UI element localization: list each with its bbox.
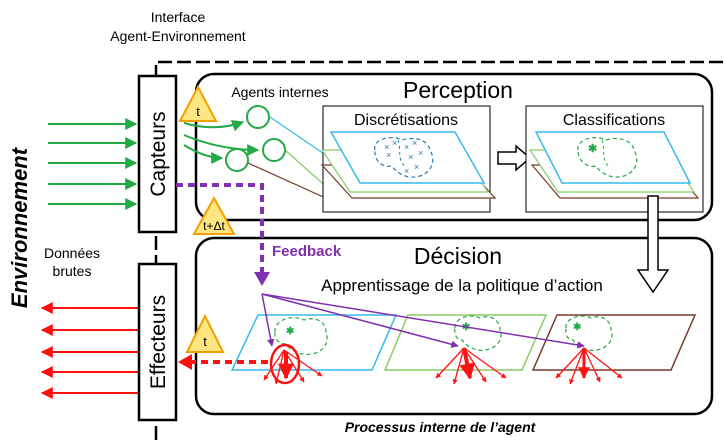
decision-cluster (454, 315, 502, 351)
effectors-label: Effecteurs (147, 295, 170, 389)
feedback-label: Feedback (272, 243, 342, 260)
interface-label-line2: Agent-Environnement (110, 28, 246, 44)
svg-text:×: × (414, 162, 419, 172)
agent-input-arrow (183, 119, 245, 132)
svg-text:×: × (412, 138, 417, 148)
svg-text:×: × (408, 152, 413, 162)
time-label-delta: t+Δt (203, 219, 225, 233)
svg-text:×: × (386, 150, 391, 160)
action-to-effector-arrowhead (178, 354, 192, 370)
cluster-outline (374, 137, 434, 178)
plane-cyan (329, 131, 486, 184)
decision-plane-green (383, 314, 548, 371)
perception-title: Perception (403, 77, 513, 103)
classifications-label: Classifications (563, 112, 665, 129)
feedback-link (261, 293, 459, 348)
output-arrows (40, 302, 138, 399)
svg-text:×: × (392, 138, 397, 148)
internal-process-label: Processus interne de l’agent (345, 419, 537, 435)
agent-input-arrow (183, 144, 224, 164)
agent-input-arrow (183, 134, 260, 156)
interface-label-line1: Interface (151, 9, 206, 25)
svg-text:×: × (404, 166, 409, 176)
feedback-arrowhead (254, 272, 270, 286)
perception-flow-arrow (497, 144, 532, 172)
time-triangle-delta (192, 195, 236, 235)
raw-data-label-line1: Données (44, 245, 100, 261)
raw-data-label-line2: brutes (53, 263, 92, 279)
internal-agents-label: Agents internes (231, 84, 328, 100)
plane-cyan (534, 131, 692, 184)
decision-plane-brown (531, 314, 697, 371)
time-triangle-effector (185, 313, 225, 353)
time-label-sensor: t (196, 104, 200, 119)
internal-agent-circle (246, 105, 270, 129)
svg-text:×: × (404, 142, 409, 152)
learning-label: Apprentissage de la politique d’action (321, 276, 603, 295)
cluster-center-mark: ✱ (286, 326, 295, 337)
decision-title: Décision (414, 243, 502, 269)
chosen-action-arrow (459, 347, 476, 380)
svg-text:×: × (384, 142, 389, 152)
time-triangle-sensor (178, 84, 218, 122)
feedback-path (176, 183, 264, 278)
input-arrows (48, 118, 138, 210)
decision-cluster (565, 315, 613, 351)
sensors-label: Capteurs (147, 111, 170, 196)
internal-agent-circle (262, 138, 286, 162)
cluster-outline (577, 137, 638, 178)
cluster-points: ××× ××× ××× (384, 138, 423, 176)
environment-label: Environnement (7, 146, 32, 308)
discretisations-label: Discrétisations (354, 112, 458, 129)
perception-to-decision-arrow (636, 195, 670, 294)
feedback-link (261, 293, 275, 347)
cluster-center-mark: ✱ (573, 322, 582, 333)
sensors-box (137, 74, 178, 234)
agent-link (269, 116, 331, 159)
selected-action-ellipse (269, 343, 301, 385)
feedback-link (261, 293, 585, 349)
effectors-box (137, 262, 178, 422)
cluster-divider (601, 139, 611, 169)
svg-text:×: × (418, 148, 423, 158)
cluster-divider (397, 139, 407, 169)
internal-agent-circle (225, 148, 249, 172)
agent-link (247, 162, 331, 201)
time-label-effector: t (203, 334, 207, 349)
cluster-center-mark: ✱ (588, 143, 597, 155)
